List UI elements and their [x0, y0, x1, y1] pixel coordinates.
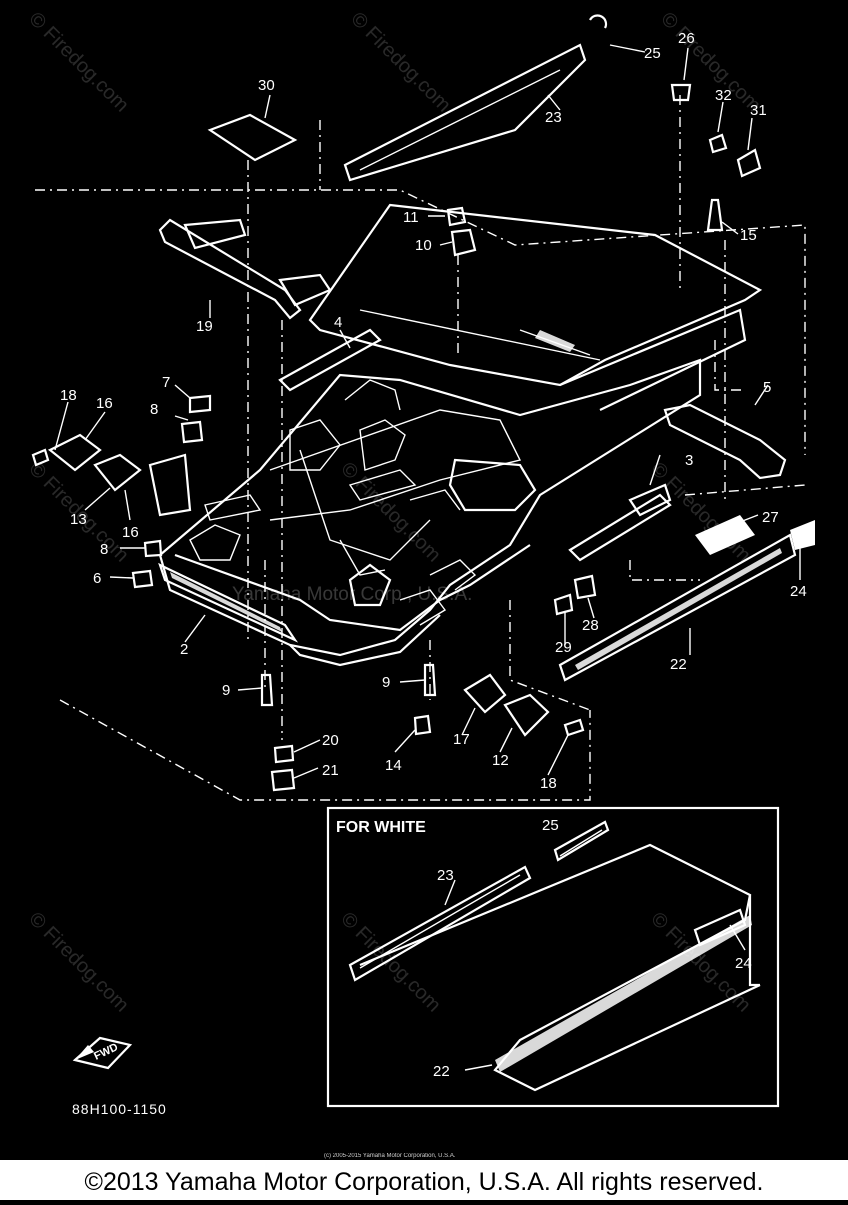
tiny-copyright: (c) 2005-2015 Yamaha Motor Corporation, …	[324, 1153, 456, 1159]
callout-label: 18	[540, 775, 557, 792]
callout-label: 13	[70, 511, 87, 528]
callout-label: 22	[670, 656, 687, 673]
front-bar-part	[158, 562, 299, 643]
watermark-layer: © Firedog.com © Firedog.com © Firedog.co…	[24, 8, 765, 1017]
callout-label: 4	[334, 314, 342, 331]
callout-label: 6	[93, 570, 101, 587]
rail-strip-top	[343, 14, 608, 182]
callout-label: 27	[762, 509, 779, 526]
watermark-site: © Firedog.com	[24, 8, 133, 117]
callout-label: 28	[582, 617, 599, 634]
callout-label: 21	[322, 762, 339, 779]
callout-label: 30	[258, 77, 275, 94]
tunnel-plate	[308, 203, 763, 411]
callout-label: 3	[685, 452, 693, 469]
inset-border	[326, 806, 780, 1108]
callout-label: 14	[385, 757, 402, 774]
callout-label: 31	[750, 102, 767, 119]
callout-label: 10	[415, 237, 432, 254]
footer-bar	[0, 1160, 848, 1200]
watermark-site: © Firedog.com	[346, 8, 455, 117]
callout-label: 25	[644, 45, 661, 62]
callout-label: 32	[715, 87, 732, 104]
callout-label: 16	[122, 524, 139, 541]
mat-part	[207, 113, 298, 162]
leader-lines	[54, 44, 801, 779]
inset-callout-label: 24	[735, 955, 752, 972]
callout-label: 29	[555, 639, 572, 656]
watermark-site: © Firedog.com	[646, 458, 755, 567]
callout-label: 2	[180, 641, 188, 658]
callout-label: 9	[382, 674, 390, 691]
watermark-site: © Firedog.com	[656, 8, 765, 117]
watermark-site: © Firedog.com	[24, 908, 133, 1017]
callout-label: 18	[60, 387, 77, 404]
side-strip-22	[558, 533, 797, 682]
inset-callout-label: 23	[437, 867, 454, 884]
callout-label: 19	[196, 318, 213, 335]
callout-label: 5	[763, 379, 771, 396]
callout-label: 8	[100, 541, 108, 558]
bracket-3	[568, 483, 672, 562]
small-parts	[31, 83, 762, 792]
diagram-code: 88H100-1150	[72, 1101, 167, 1117]
callout-label: 17	[453, 731, 470, 748]
callout-labels: 11 2 3 4 5 6 7 8 8 9 9 10 12 13 14 15 16…	[60, 30, 807, 792]
inset-callout-label: 22	[433, 1063, 450, 1080]
decal-27	[695, 515, 755, 555]
callout-label: 9	[222, 682, 230, 699]
handle-part	[158, 218, 332, 320]
footer-copyright: ©2013 Yamaha Motor Corporation, U.S.A. A…	[85, 1168, 764, 1196]
callout-label: 8	[150, 401, 158, 418]
cap-24	[790, 520, 815, 550]
inset-title: FOR WHITE	[336, 819, 426, 836]
main-frame	[158, 358, 702, 667]
inset-for-white: FOR WHITE 25 23 24 22	[326, 806, 780, 1108]
bracket-4	[278, 328, 382, 392]
callout-label: 15	[740, 227, 757, 244]
watermark-site: © Firedog.com	[336, 458, 445, 567]
callout-label: 7	[162, 374, 170, 391]
callout-label: 16	[96, 395, 113, 412]
rear-bumper-part	[663, 403, 787, 480]
callout-label: 20	[322, 732, 339, 749]
callout-label: 12	[492, 752, 509, 769]
assembly-guide-lines	[35, 95, 806, 801]
callout-label: 24	[790, 583, 807, 600]
callout-label: 11	[403, 209, 419, 226]
forward-arrow-icon: FWD	[72, 1036, 133, 1070]
callout-label: 23	[545, 109, 562, 126]
callout-label: 26	[678, 30, 695, 47]
inset-callout-label: 25	[542, 817, 559, 834]
